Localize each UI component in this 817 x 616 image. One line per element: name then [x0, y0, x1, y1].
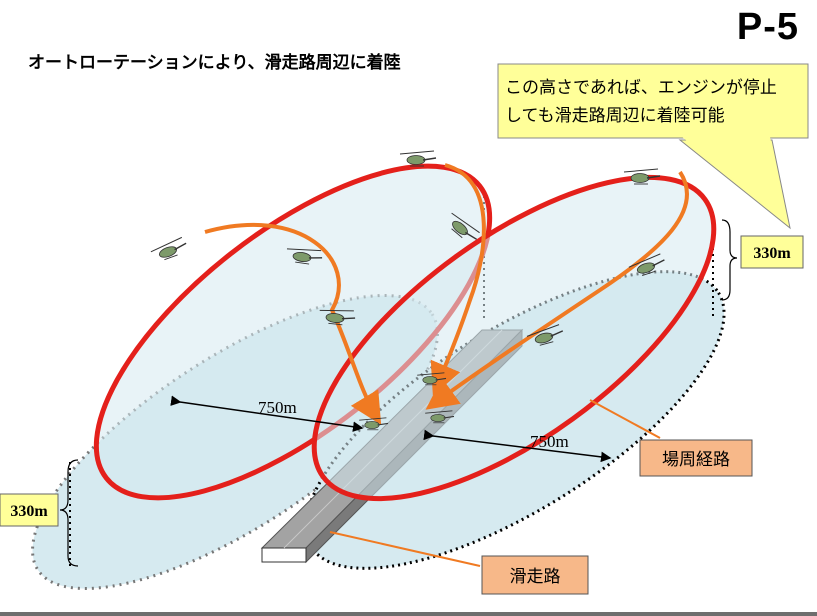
glide-path-2: [430, 163, 486, 396]
callout-bubble: [497, 63, 809, 230]
glide-path-1: [204, 222, 382, 425]
height-label-left-box: [0, 493, 59, 527]
glide-path-3: [425, 170, 689, 410]
traffic-pattern-right: [311, 174, 717, 502]
page-number: P-5: [736, 6, 799, 48]
distance-arrow-right: [423, 429, 612, 463]
distance-label-right: 750m: [530, 432, 569, 451]
right-height-brace: [721, 219, 738, 301]
left-height-brace: [59, 459, 79, 567]
traffic-pattern-label-box: [639, 439, 753, 477]
callout-line-2: しても滑走路周辺に着陸可能: [505, 106, 725, 126]
height-label-right-box: [740, 235, 804, 269]
runway-label: 滑走路: [510, 567, 561, 587]
traffic-pattern-leader: [589, 399, 661, 439]
runway-leader: [329, 531, 481, 567]
distance-arrow-left: [170, 395, 364, 432]
runway-label-box: [481, 555, 589, 595]
slide-title: オートローテーションにより、滑走路周辺に着陸: [28, 53, 401, 73]
traffic-pattern-label: 場周経路: [662, 450, 730, 470]
distance-label-left: 750m: [258, 398, 297, 417]
height-label-left: 330m: [10, 503, 48, 520]
callout-line-1: この高さであれば、エンジンが停止: [505, 78, 777, 98]
height-label-right: 330m: [753, 245, 791, 262]
bottom-rule: [0, 612, 817, 616]
